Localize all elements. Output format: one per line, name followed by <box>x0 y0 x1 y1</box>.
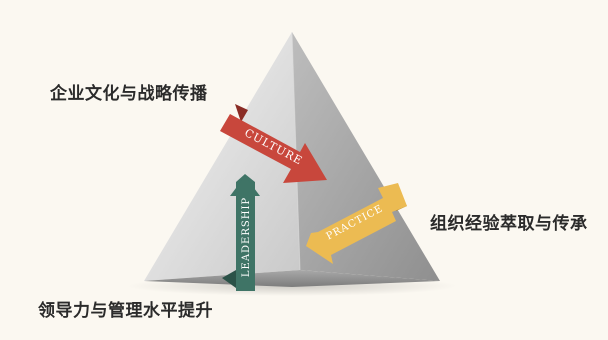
leadership-arrow: LEADERSHIP <box>222 174 260 291</box>
pyramid-base <box>144 270 440 287</box>
culture-caption: 企业文化与战略传播 <box>50 84 208 104</box>
leadership-arrow-label: LEADERSHIP <box>241 197 252 277</box>
culture-arrow-body <box>220 114 327 183</box>
pyramid-right-face <box>292 32 440 281</box>
practice-caption: 组织经验萃取与传承 <box>430 214 588 234</box>
practice-arrow-body <box>306 183 407 264</box>
pyramid-left-face <box>144 32 300 281</box>
leadership-caption: 领导力与管理水平提升 <box>38 301 213 321</box>
